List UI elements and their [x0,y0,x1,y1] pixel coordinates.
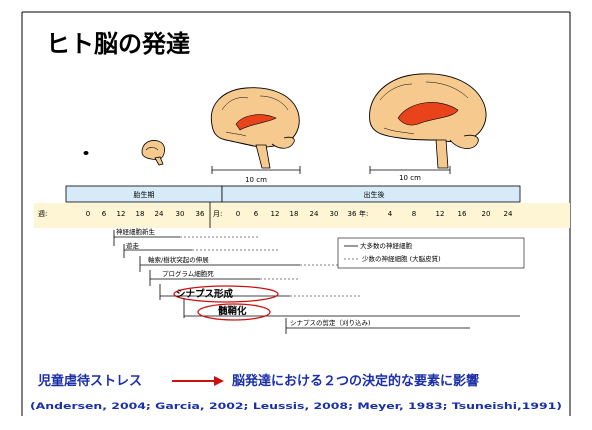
week-tick: 36 [196,210,205,218]
year-tick: 20 [482,210,491,218]
year-tick: 16 [458,210,467,218]
myelination-label: 髄鞘化 [218,305,247,317]
myelination-highlight [197,303,271,321]
month-tick: 36 [348,210,357,218]
legend: 大多数の神経細胞 少数の神経細胞 (大脳皮質) [337,237,525,269]
week-tick: 24 [155,210,164,218]
week-tick: 12 [117,210,126,218]
neurogenesis-label: 神経細胞新生 [116,227,156,236]
migration-label: 遊走 [126,241,140,250]
week-tick: 6 [102,210,107,218]
process-migration: 遊走 [123,241,280,258]
month-tick: 6 [254,210,259,218]
brain-fetal-small [141,140,165,166]
synaptogenesis-label: シナプス形成 [176,288,234,300]
month-tick: 24 [310,210,319,218]
scale-bar-adult: 10 cm [369,166,451,182]
scale-bar-newborn: 10 cm [211,166,301,184]
legend-majority: 大多数の神経細胞 [360,241,413,250]
month-label: 月: [213,210,222,218]
year-tick: 24 [504,210,513,218]
arrow-right-icon [172,376,224,386]
year-label: 年: [359,209,368,218]
brain-fetal-tiny [83,151,89,155]
week-tick: 30 [176,210,185,218]
scale-label-newborn: 10 cm [245,176,267,184]
process-apoptosis: プログラム細胞死 [149,269,300,286]
legend-few: 少数の神経細胞 (大脳皮質) [362,254,441,263]
prenatal-label: 胎生期 [134,190,155,199]
year-tick: 12 [436,210,445,218]
year-tick: 4 [388,210,393,218]
synaptogenesis-highlight [173,285,279,303]
process-synaptogenesis: シナプス形成 [159,284,360,303]
apoptosis-label: プログラム細胞死 [162,269,214,278]
month-tick: 0 [236,210,240,218]
slide-title: ヒト脳の発達 [46,30,190,58]
month-tick: 12 [271,210,280,218]
timeline-header: 胎生期 出生後 [65,185,521,203]
week-label: 週: [38,209,47,218]
month-tick: 30 [330,210,339,218]
process-neurogenesis: 神経細胞新生 [113,227,260,246]
week-tick: 0 [86,210,90,218]
scale-label-adult: 10 cm [399,174,421,182]
process-pruning: シナプスの剪定（刈り込み) [285,318,470,334]
month-tick: 18 [290,210,299,218]
brain-adult [369,73,487,169]
conclusion-left: 児童虐待ストレス [37,373,142,389]
brain-newborn [210,87,300,169]
year-tick: 8 [412,210,416,218]
timeline-scale: 週: 0 6 12 18 24 30 36 月: 0 6 12 18 24 30… [34,202,570,228]
conclusion-right: 脳発達における２つの決定的な要素に影響 [232,373,479,389]
pruning-label: シナプスの剪定（刈り込み) [290,318,371,327]
postnatal-label: 出生後 [364,190,385,199]
citation: (Andersen, 2004; Garcia, 2002; Leussis, … [30,402,562,412]
week-tick: 18 [136,210,145,218]
process-myelination: 髄鞘化 [183,298,520,321]
conclusion: 児童虐待ストレス 脳発達における２つの決定的な要素に影響 [37,373,479,389]
axon-growth-label: 軸索/樹状突起の伸展 [148,255,209,264]
